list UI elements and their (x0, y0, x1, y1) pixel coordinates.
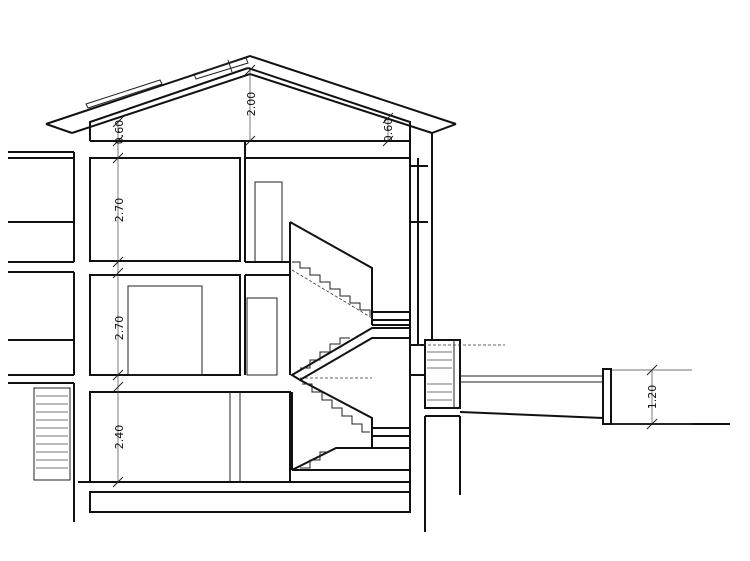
dim-floor-ground: 2.40 (113, 425, 126, 450)
exterior-ground (418, 344, 730, 425)
door-middle (246, 297, 278, 376)
stair-left-treads (36, 395, 68, 469)
room-top-left (89, 157, 241, 262)
dim-roof-height: 2.00 (245, 92, 258, 117)
foundation-slab (89, 491, 411, 513)
dim-floor-top: 2.70 (113, 198, 126, 223)
roof-vent (193, 57, 249, 80)
garden-wall (602, 368, 612, 425)
balcony-treads (427, 351, 452, 401)
skylight-left (85, 79, 163, 109)
dim-eave-right: 0.60 (382, 118, 395, 143)
stair-left (33, 387, 71, 481)
opening-middle (127, 285, 203, 376)
floor-top (89, 141, 410, 263)
door-top (254, 181, 283, 263)
wall-right (409, 133, 461, 532)
dim-eave-left: 0.60 (113, 120, 126, 145)
dim-floor-middle: 2.70 (113, 316, 126, 341)
dimension-lines: 0.60 2.00 0.60 2.70 2.70 2.40 1.20 (112, 64, 692, 488)
neighbor-left (8, 151, 75, 522)
balcony (424, 339, 461, 409)
roof (45, 54, 457, 134)
floor-middle (89, 261, 290, 376)
stairwell (289, 221, 411, 471)
dim-garden-wall: 1.20 (646, 385, 659, 410)
